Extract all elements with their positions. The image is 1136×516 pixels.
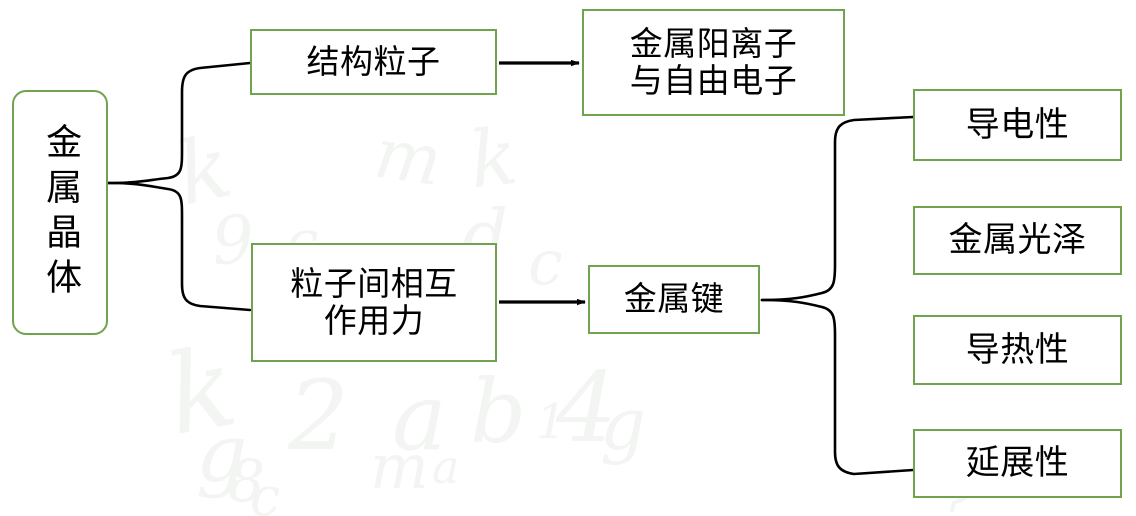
edge-bond-to-conductivity (760, 115, 915, 302)
node-label: 导热性 (965, 329, 1070, 370)
node-property-metallic-luster[interactable]: 金属光泽 (913, 206, 1122, 275)
node-property-electrical-conductivity[interactable]: 导电性 (913, 89, 1122, 161)
watermark-glyph: a (432, 440, 460, 494)
watermark-glyph: m (370, 430, 429, 503)
watermark-glyph: a (392, 364, 447, 471)
node-label: 粒子间相互 作用力 (290, 263, 458, 340)
node-label: 金属晶体 (40, 122, 82, 303)
watermark-glyph: g (196, 407, 248, 500)
node-property-thermal-conductivity[interactable]: 导热性 (913, 315, 1122, 385)
watermark-glyph: 2 (288, 360, 350, 472)
node-metallic-bond[interactable]: 金属键 (588, 265, 760, 334)
node-label: 导电性 (965, 104, 1070, 145)
watermark-glyph: b (470, 360, 527, 463)
watermark-glyph: k (157, 322, 246, 460)
watermark-glyph: c (250, 465, 281, 516)
node-label: 金属光泽 (948, 220, 1087, 261)
node-label: 金属阳离子 与自由电子 (629, 23, 798, 100)
node-metal-cations-free-electrons[interactable]: 金属阳离子 与自由电子 (582, 9, 845, 116)
edge-root-to-structure (106, 61, 252, 185)
watermark-glyph: 4 (556, 352, 618, 464)
watermark-glyph: 8 (228, 447, 265, 515)
node-property-ductility[interactable]: 延展性 (913, 429, 1122, 498)
node-label: 结构粒子 (306, 41, 441, 81)
node-interparticle-force[interactable]: 粒子间相互 作用力 (251, 243, 497, 362)
watermark-glyph: g (600, 382, 647, 466)
watermark-glyph: 9 (209, 200, 257, 281)
watermark-glyph: k (465, 111, 522, 207)
watermark-glyph: m (369, 111, 447, 203)
watermark-glyph: c (528, 226, 563, 299)
node-label: 延展性 (965, 443, 1070, 484)
watermark-glyph: k (168, 116, 240, 226)
edge-root-to-interaction (106, 181, 252, 312)
node-root-metal-crystal[interactable]: 金属晶体 (12, 90, 108, 335)
edge-bond-to-ductility (760, 298, 915, 476)
watermark-glyph: 1 (536, 394, 567, 450)
node-label: 金属键 (623, 279, 725, 319)
node-structural-particles[interactable]: 结构粒子 (250, 29, 497, 95)
